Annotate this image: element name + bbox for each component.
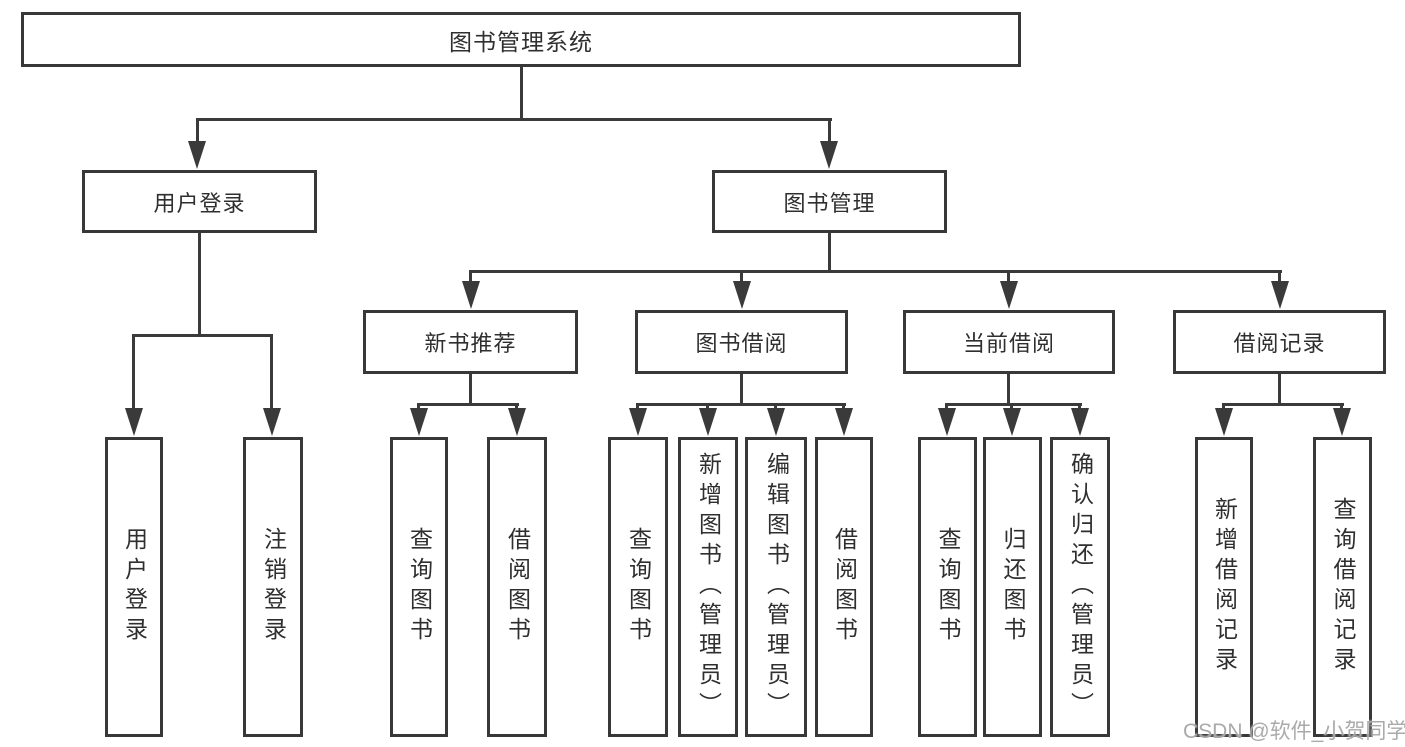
- leaf-label: 借阅图书: [504, 527, 531, 647]
- connector-line: [774, 403, 777, 412]
- connector-line: [842, 403, 845, 412]
- node-library-system: 图书管理系统: [21, 12, 1021, 67]
- connector-arrowhead: [1271, 281, 1289, 309]
- connector-line: [945, 403, 1082, 406]
- connector-line: [270, 334, 273, 410]
- connector-line: [132, 334, 273, 337]
- connector-arrowhead: [1215, 408, 1233, 436]
- connector-arrowhead: [1003, 408, 1021, 436]
- connector-arrowhead: [508, 408, 526, 436]
- connector-line: [515, 403, 518, 412]
- leaf-label: 查询借阅记录: [1330, 497, 1356, 677]
- connector-arrowhead: [1071, 408, 1089, 436]
- connector-line: [198, 233, 201, 336]
- connector-line: [469, 270, 472, 284]
- leaf-query-books-recommend: 查询图书: [390, 437, 448, 737]
- connector-line: [945, 403, 948, 412]
- node-book-borrow: 图书借阅: [635, 310, 848, 374]
- leaf-confirm-return-admin: 确认归还（管理员）: [1050, 437, 1110, 737]
- connector-line: [417, 403, 420, 412]
- node-borrow-records: 借阅记录: [1173, 310, 1386, 374]
- connector-arrowhead: [462, 281, 480, 309]
- connector-line: [636, 403, 639, 412]
- connector-arrowhead: [263, 408, 281, 436]
- leaf-label: 确认归还（管理员）: [1067, 452, 1094, 722]
- node-book-management: 图书管理: [712, 170, 947, 233]
- leaf-label: 用户登录: [121, 527, 148, 647]
- connector-line: [469, 374, 472, 406]
- leaf-add-book-admin: 新增图书（管理员）: [678, 437, 738, 737]
- leaf-query-books-borrow: 查询图书: [608, 437, 668, 737]
- connector-arrowhead: [410, 408, 428, 436]
- connector-line: [636, 403, 846, 406]
- node-current-borrow: 当前借阅: [903, 310, 1115, 374]
- leaf-query-books-current: 查询图书: [918, 437, 977, 737]
- leaf-borrow-books: 借阅图书: [815, 437, 873, 737]
- node-new-book-recommend: 新书推荐: [363, 310, 578, 374]
- connector-arrowhead: [699, 408, 717, 436]
- connector-arrowhead: [1000, 281, 1018, 309]
- leaf-label: 新增借阅记录: [1211, 497, 1238, 677]
- leaf-logout: 注销登录: [243, 437, 303, 737]
- connector-line: [740, 270, 743, 284]
- connector-arrowhead: [835, 408, 853, 436]
- leaf-label: 查询图书: [935, 527, 961, 647]
- connector-line: [132, 334, 135, 410]
- connector-arrowhead: [629, 408, 647, 436]
- connector-line: [1278, 270, 1281, 284]
- leaf-user-login: 用户登录: [105, 437, 163, 737]
- leaf-add-borrow-record: 新增借阅记录: [1195, 437, 1253, 737]
- leaf-label: 查询图书: [625, 527, 652, 647]
- connector-line: [1340, 403, 1343, 412]
- connector-line: [520, 67, 523, 118]
- connector-line: [1007, 374, 1010, 406]
- connector-line: [1278, 374, 1281, 406]
- connector-line: [196, 118, 832, 121]
- node-user-login: 用户登录: [82, 170, 317, 233]
- leaf-borrow-books-recommend: 借阅图书: [487, 437, 547, 737]
- connector-line: [1007, 270, 1010, 284]
- connector-arrowhead: [733, 281, 751, 309]
- connector-arrowhead: [938, 408, 956, 436]
- connector-line: [828, 118, 831, 144]
- connector-line: [196, 118, 199, 144]
- connector-line: [469, 270, 1282, 273]
- leaf-edit-book-admin: 编辑图书（管理员）: [745, 437, 807, 737]
- leaf-label: 新增图书（管理员）: [695, 452, 722, 722]
- connector-arrowhead: [1333, 408, 1351, 436]
- leaf-return-book: 归还图书: [983, 437, 1042, 737]
- watermark: CSDN @软件_小贺同学: [1183, 720, 1405, 743]
- connector-line: [1222, 403, 1344, 406]
- connector-arrowhead: [188, 141, 206, 169]
- connector-arrowhead: [125, 408, 143, 436]
- connector-line: [1078, 403, 1081, 412]
- connector-line: [1222, 403, 1225, 412]
- connector-line: [828, 233, 831, 272]
- leaf-label: 借阅图书: [831, 527, 858, 647]
- leaf-query-borrow-record: 查询借阅记录: [1313, 437, 1372, 737]
- leaf-label: 编辑图书（管理员）: [763, 452, 790, 722]
- leaf-label: 归还图书: [1000, 527, 1026, 647]
- connector-arrowhead: [820, 141, 838, 169]
- connector-line: [417, 403, 519, 406]
- leaf-label: 查询图书: [406, 527, 433, 647]
- connector-arrowhead: [767, 408, 785, 436]
- connector-line: [740, 374, 743, 406]
- connector-line: [706, 403, 709, 412]
- connector-line: [1010, 403, 1013, 412]
- leaf-label: 注销登录: [260, 527, 287, 647]
